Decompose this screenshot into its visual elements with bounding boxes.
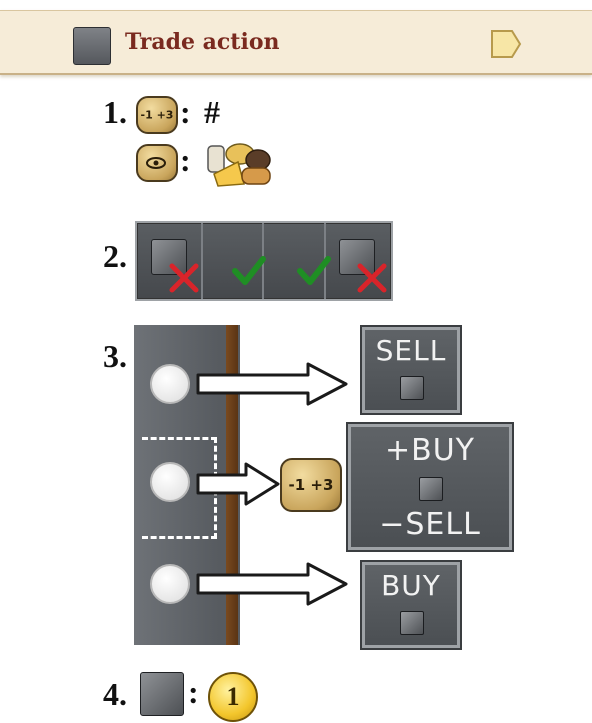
buy-label: +BUY xyxy=(384,433,475,468)
arrow-icon xyxy=(196,462,280,506)
cube-icon xyxy=(339,239,375,275)
slot-bar xyxy=(135,221,393,301)
eye-die-icon xyxy=(136,144,178,182)
cross-icon xyxy=(357,263,387,293)
die-icon: -1 +3 xyxy=(280,458,342,512)
sell-panel: SELL xyxy=(362,327,460,413)
cube-icon xyxy=(400,611,424,635)
step-1-number: 1. xyxy=(103,94,127,130)
tab-icon[interactable] xyxy=(490,29,522,59)
track-space xyxy=(150,564,190,604)
sell-label: −SELL xyxy=(379,507,481,542)
die-label: -1 +3 xyxy=(140,108,174,122)
die-icon: -1 +3 xyxy=(136,96,178,134)
step-2-number: 2. xyxy=(103,238,127,274)
coin-value: 1 xyxy=(226,682,240,711)
track-space xyxy=(150,364,190,404)
goods-icon xyxy=(207,143,271,187)
check-icon xyxy=(232,256,266,285)
coin-icon: 1 xyxy=(208,672,258,722)
colon: : xyxy=(188,674,199,710)
cube-icon xyxy=(140,672,184,716)
result-symbol: # xyxy=(204,94,220,130)
cube-icon xyxy=(419,477,443,501)
buy-sell-panel: +BUY −SELL xyxy=(348,424,512,550)
colon: : xyxy=(180,94,191,130)
cube-icon xyxy=(73,27,111,65)
track-space xyxy=(150,462,190,502)
page-title: Trade action xyxy=(125,29,280,55)
buy-label: BUY xyxy=(381,569,441,602)
arrow-icon xyxy=(196,562,348,606)
colon: : xyxy=(180,142,191,178)
sell-label: SELL xyxy=(375,334,447,367)
buy-panel: BUY xyxy=(362,562,460,648)
cube-icon xyxy=(400,376,424,400)
step-3-number: 3. xyxy=(103,338,127,374)
die-label: -1 +3 xyxy=(288,476,334,494)
header-bar: Trade action xyxy=(0,10,592,75)
cube-icon xyxy=(151,239,187,275)
arrow-icon xyxy=(196,362,348,406)
cross-icon xyxy=(169,263,199,293)
check-icon xyxy=(297,256,331,285)
step-4-number: 4. xyxy=(103,676,127,712)
slot-divider xyxy=(201,223,203,299)
